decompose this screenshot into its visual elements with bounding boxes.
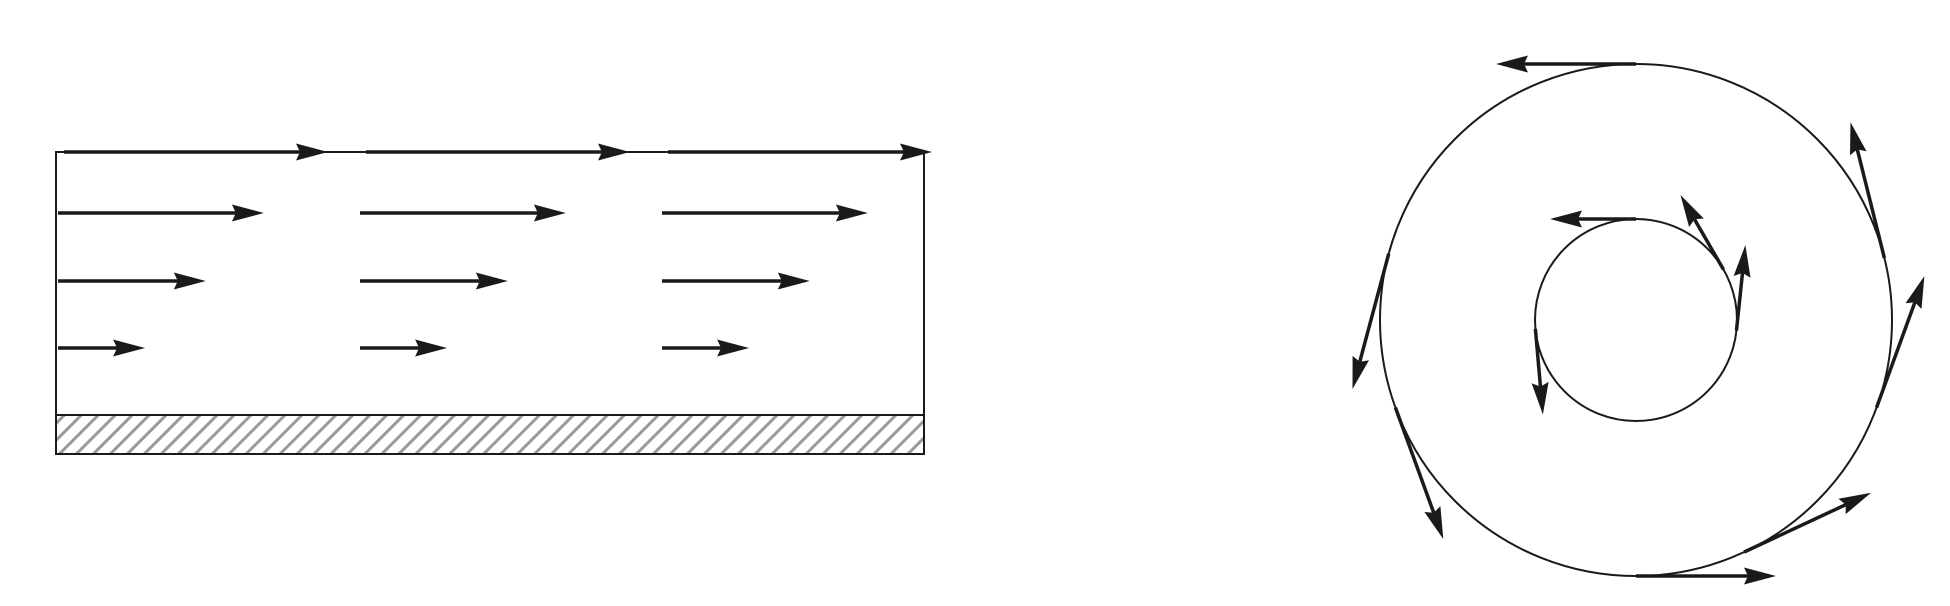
velocity-arrow-row1-col2 — [366, 143, 630, 161]
inner-tangent-arrow-2-head — [1680, 195, 1704, 227]
inner-tangent-arrow-1-head — [1550, 210, 1582, 228]
velocity-arrow-row2-col3 — [662, 204, 868, 222]
outer-tangent-arrow-2 — [1850, 122, 1887, 259]
outer-tangent-arrow-5-head — [1744, 567, 1776, 585]
shear-velocity-arrows — [58, 143, 932, 357]
inner-tangent-arrow-4 — [1531, 328, 1549, 415]
outer-tangent-arrow-4 — [1743, 492, 1872, 554]
velocity-arrow-row1-col3 — [668, 143, 932, 161]
rotation-velocity-arrows — [1352, 55, 1925, 585]
velocity-arrow-row2-col1-head — [231, 204, 264, 222]
outer-tangent-arrow-3-head — [1905, 276, 1925, 309]
velocity-arrow-row4-col2 — [360, 339, 448, 357]
outer-tangent-arrow-6-head — [1352, 355, 1369, 389]
velocity-arrow-row1-col1 — [64, 143, 328, 161]
velocity-arrow-row4-col3 — [662, 339, 750, 357]
velocity-arrow-row3-col3-head — [777, 272, 810, 290]
rotation-panel — [1352, 55, 1925, 585]
velocity-arrow-row2-col2 — [360, 204, 566, 222]
inner-tangent-arrow-2 — [1680, 195, 1725, 271]
velocity-arrow-row3-col1-head — [173, 272, 206, 290]
outer-tangent-arrow-4-head — [1838, 492, 1872, 515]
outer-tangent-arrow-5 — [1636, 567, 1776, 585]
velocity-arrow-row3-col2 — [360, 272, 508, 290]
velocity-arrow-row2-col2-head — [533, 204, 566, 222]
inner-tangent-arrow-2-shaft — [1692, 218, 1725, 271]
outer-tangent-arrow-6 — [1352, 253, 1391, 389]
outer-tangent-arrow-1-head — [1496, 55, 1528, 73]
outer-tangent-arrow-7 — [1393, 406, 1444, 540]
velocity-arrow-row3-col1 — [58, 272, 206, 290]
inner-tangent-arrow-1 — [1550, 210, 1636, 228]
outer-tangent-arrow-3-shaft — [1874, 301, 1917, 409]
velocity-arrow-row4-col3-head — [717, 339, 750, 357]
velocity-arrow-row2-col3-head — [835, 204, 868, 222]
velocity-arrow-row3-col2-head — [475, 272, 508, 290]
velocity-arrow-row1-col3-head — [900, 143, 932, 161]
inner-tangent-arrow-3-shaft — [1734, 272, 1745, 331]
shear-flow-panel — [55, 143, 932, 455]
inner-tangent-arrow-4-shaft — [1533, 328, 1543, 387]
velocity-arrow-row1-col2-head — [598, 143, 630, 161]
velocity-arrow-row4-col1-head — [113, 339, 146, 357]
outer-tangent-arrow-3 — [1874, 276, 1925, 409]
velocity-arrow-row4-col2-head — [415, 339, 448, 357]
velocity-arrow-row4-col1 — [58, 339, 146, 357]
inner-tangent-arrow-3 — [1733, 245, 1751, 331]
inner-tangent-arrow-4-head — [1531, 381, 1549, 415]
velocity-arrow-row2-col1 — [58, 204, 264, 222]
outer-tangent-arrow-6-shaft — [1358, 253, 1391, 363]
fixed-bottom-plate — [55, 414, 925, 455]
outer-tangent-arrow-4-shaft — [1743, 503, 1847, 554]
inner-circle — [1534, 218, 1738, 422]
outer-tangent-arrow-7-head — [1424, 506, 1444, 540]
outer-tangent-arrow-1 — [1496, 55, 1636, 73]
velocity-arrow-row3-col3 — [662, 272, 810, 290]
outer-tangent-arrow-2-shaft — [1855, 148, 1887, 259]
outer-tangent-arrow-7-shaft — [1393, 406, 1436, 514]
inner-tangent-arrow-3-head — [1733, 245, 1751, 278]
outer-circle — [1379, 63, 1893, 577]
outer-tangent-arrow-2-head — [1850, 122, 1867, 156]
velocity-arrow-row1-col1-head — [296, 143, 328, 161]
